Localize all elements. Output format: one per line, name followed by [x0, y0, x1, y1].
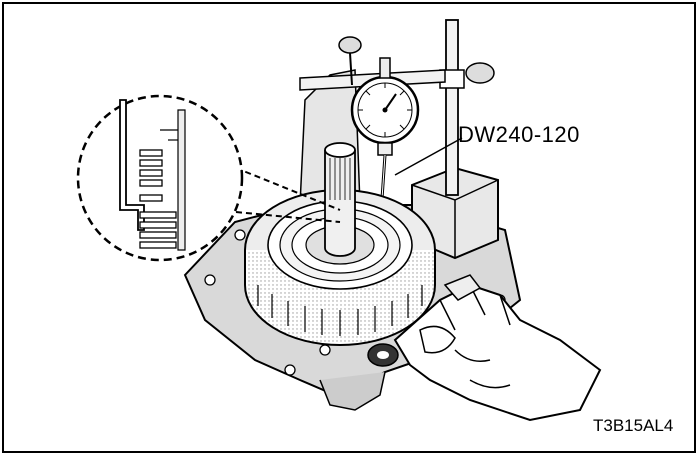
tool-label: DW240-120	[458, 122, 580, 147]
clutch-pack-icon	[244, 142, 436, 346]
hand-tool-icon	[367, 274, 602, 422]
detail-callout	[76, 94, 341, 262]
tool-leader-line	[394, 137, 463, 176]
dial-indicator-icon	[350, 57, 420, 229]
figure-code: T3B15AL4	[593, 416, 674, 435]
